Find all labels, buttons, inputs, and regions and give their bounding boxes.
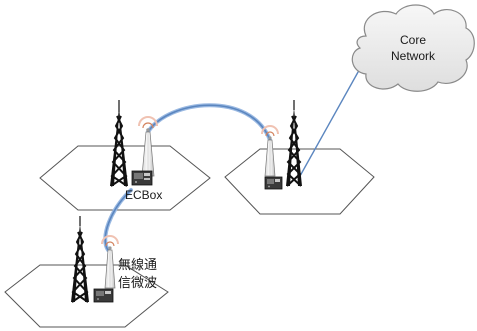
ecbox-device-icon [131, 170, 153, 186]
core-network-link [299, 55, 368, 177]
cloud-icon: Core Network [351, 4, 475, 92]
ecbox-label: ECBox [125, 188, 162, 202]
cell-tower-icon [110, 100, 128, 187]
microwave-link-left-core [104, 189, 132, 251]
wireless-microwave-label-line1: 無線通 [118, 257, 157, 273]
wireless-microwave-label-line2: 信微波 [118, 276, 157, 291]
microwave-link-top-core [147, 104, 271, 141]
microwave-link-top [146, 103, 272, 142]
radio-antenna-icon [101, 235, 119, 289]
ecbox-device-icon [93, 288, 114, 303]
radio-antenna-icon [261, 125, 279, 177]
cell-tower-icon [286, 100, 302, 187]
cell-tower-icon [71, 216, 89, 303]
ecbox-device-icon [264, 176, 283, 190]
cloud-label-line1: Core [400, 33, 426, 47]
radio-antenna-icon [138, 116, 158, 177]
cloud-label-line2: Network [391, 49, 436, 63]
